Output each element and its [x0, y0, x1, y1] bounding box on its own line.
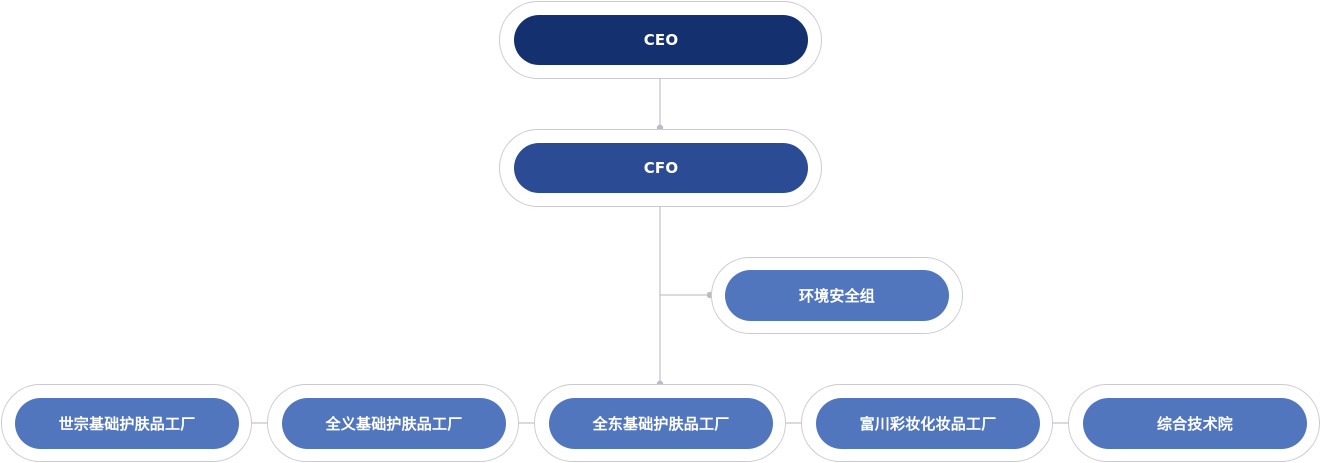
cfo-label-pill[interactable]: CFO: [514, 143, 808, 193]
unit-label-pill[interactable]: 富川彩妆化妆品工厂: [816, 398, 1040, 449]
unit-label-pill[interactable]: 综合技术院: [1083, 398, 1307, 449]
side-unit-label-pill[interactable]: 环境安全组: [725, 270, 949, 321]
unit-label-pill[interactable]: 全东基础护肤品工厂: [549, 398, 773, 449]
unit-label-pill[interactable]: 全义基础护肤品工厂: [282, 398, 506, 449]
ceo-label-pill[interactable]: CEO: [514, 15, 808, 65]
unit-label-pill[interactable]: 世宗基础护肤品工厂: [15, 398, 239, 449]
